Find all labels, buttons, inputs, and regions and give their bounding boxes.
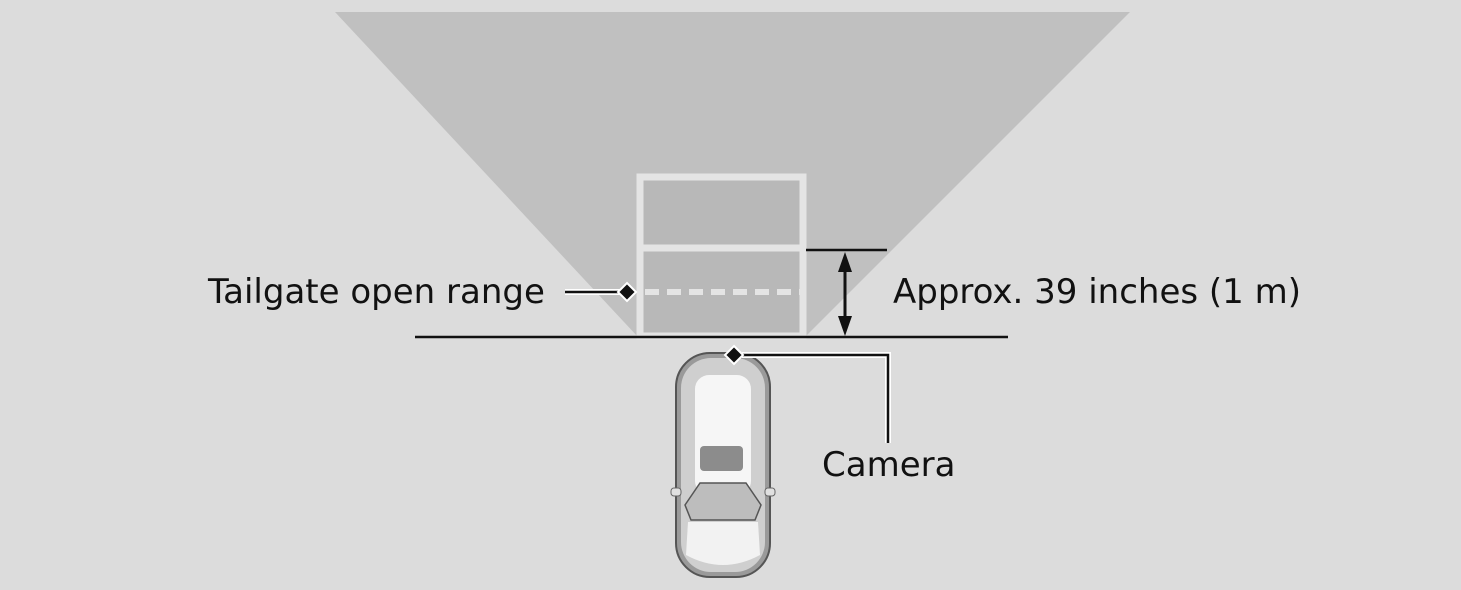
- camera-label: Camera: [822, 445, 955, 485]
- car-top-view: [670, 352, 776, 578]
- tailgate-open-range-label: Tailgate open range: [207, 272, 545, 312]
- camera-leader: [723, 344, 891, 443]
- camera-marker-icon: [723, 344, 745, 366]
- distance-dimension: [806, 248, 887, 336]
- arrow-down-icon: [838, 316, 852, 336]
- tailgate-zone: [636, 173, 807, 340]
- diamond-marker-icon: [616, 281, 638, 303]
- tailgate-leader: [565, 281, 638, 303]
- distance-label: Approx. 39 inches (1 m): [893, 272, 1301, 312]
- arrow-up-icon: [838, 252, 852, 272]
